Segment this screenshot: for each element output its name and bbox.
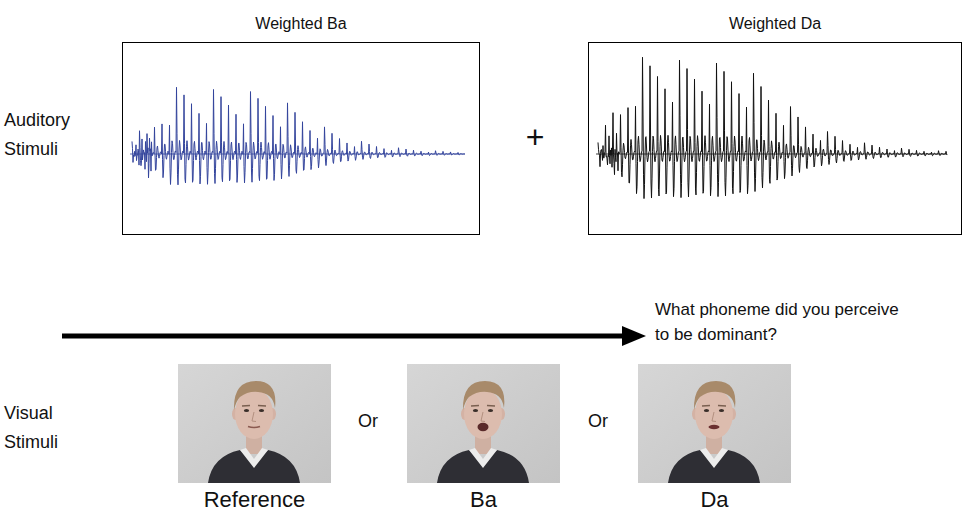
stimulus-photo: Da <box>638 364 791 483</box>
face-image <box>407 364 560 483</box>
row-label: Visual Stimuli <box>4 399 96 457</box>
waveform-box: Weighted Ba <box>122 42 480 235</box>
waveforms <box>130 57 947 198</box>
or-text: Or <box>348 410 388 433</box>
arrow-shaft <box>62 334 624 339</box>
mouth-half <box>709 425 720 429</box>
process-arrow <box>62 326 646 346</box>
photo-caption: Reference <box>178 487 331 513</box>
face-photo <box>178 364 331 483</box>
stimulus-photo: Ba <box>407 364 560 483</box>
face-image <box>178 364 331 483</box>
mouth-closed <box>248 427 260 428</box>
face-photo <box>638 364 791 483</box>
waveform-title: Weighted Ba <box>123 15 479 33</box>
face-photo <box>407 364 560 483</box>
waveform-box: Weighted Da <box>588 42 962 235</box>
stimulus-photo: Reference <box>178 364 331 483</box>
waveform-title: Weighted Da <box>589 15 961 33</box>
photo-caption: Ba <box>407 487 560 513</box>
arrow-head <box>622 326 646 346</box>
audio-waveform <box>598 57 947 198</box>
photo-caption: Da <box>638 487 791 513</box>
face-image <box>638 364 791 483</box>
plus-sign: + <box>515 118 555 156</box>
or-text: Or <box>578 410 618 433</box>
row-label: Auditory Stimuli <box>4 106 96 164</box>
question-text: What phoneme did you perceive to be domi… <box>655 298 907 347</box>
mouth-open <box>478 423 489 431</box>
audio-waveform <box>132 87 465 185</box>
